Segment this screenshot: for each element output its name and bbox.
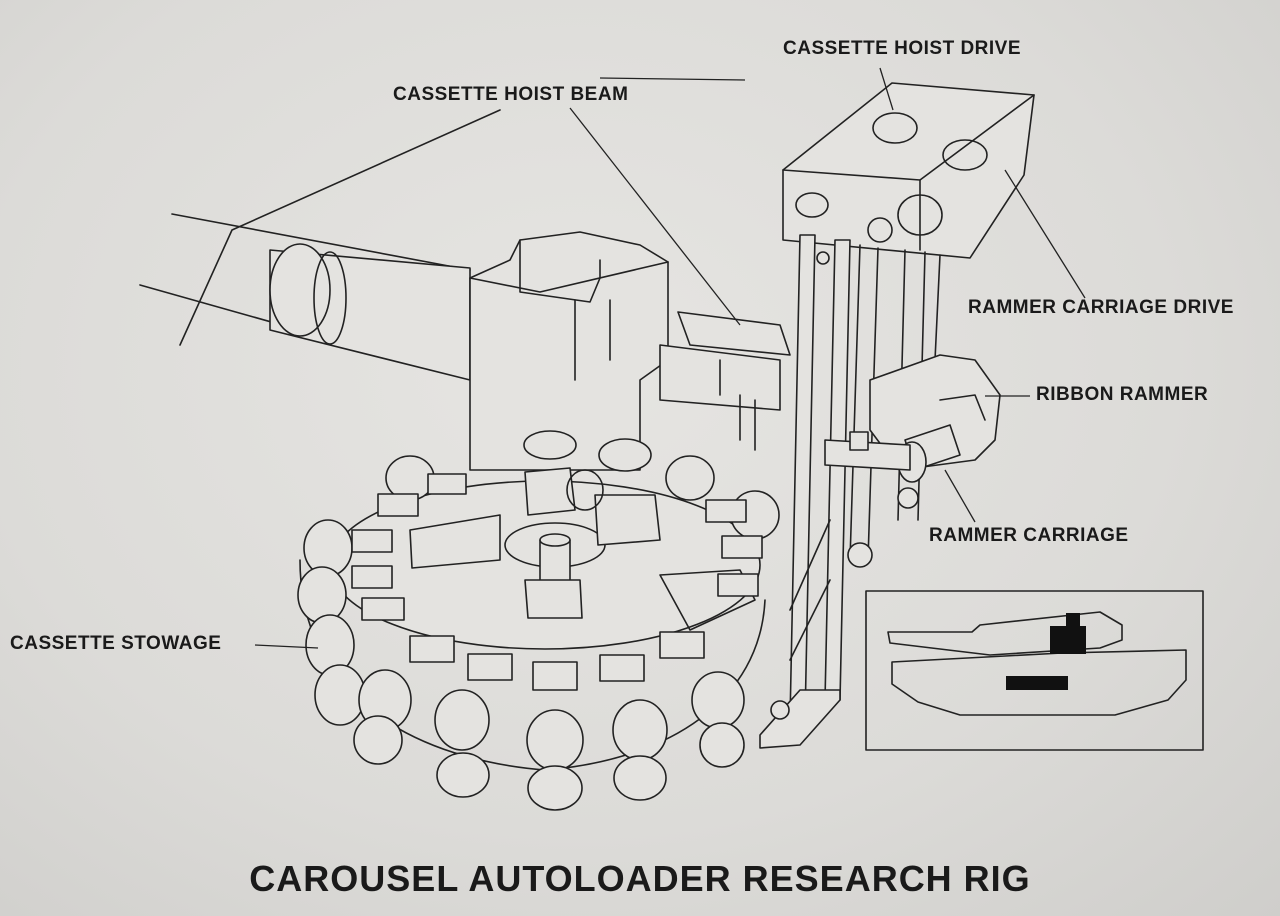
tank-silhouette-inset [865,590,1204,751]
label-cassette-stowage: CASSETTE STOWAGE [10,633,222,654]
cassette-ring [297,430,780,811]
label-rammer-carriage: RAMMER CARRIAGE [929,525,1129,546]
label-ribbon-rammer: RIBBON RAMMER [1036,384,1209,405]
gun-barrel [139,109,501,381]
label-cassette-hoist-beam: CASSETTE HOIST BEAM [393,84,629,105]
carousel-platter [329,467,761,650]
label-cassette-hoist-drive: CASSETTE HOIST DRIVE [783,38,1022,59]
inset-carousel-block [1006,676,1068,690]
breech-block [469,231,669,471]
hoist-frame [759,234,941,749]
ribbon-rammer [824,354,1001,483]
leader-lines [254,67,1086,649]
inset-turret-block [1050,626,1086,654]
cassette-hoist-drive-box [782,82,1035,259]
inset-hoist-block [1066,613,1080,629]
hoist-beam [659,311,791,451]
label-rammer-carriage-drive: RAMMER CARRIAGE DRIVE [968,297,1234,318]
diagram-title: CAROUSEL AUTOLOADER RESEARCH RIG [249,858,1031,899]
